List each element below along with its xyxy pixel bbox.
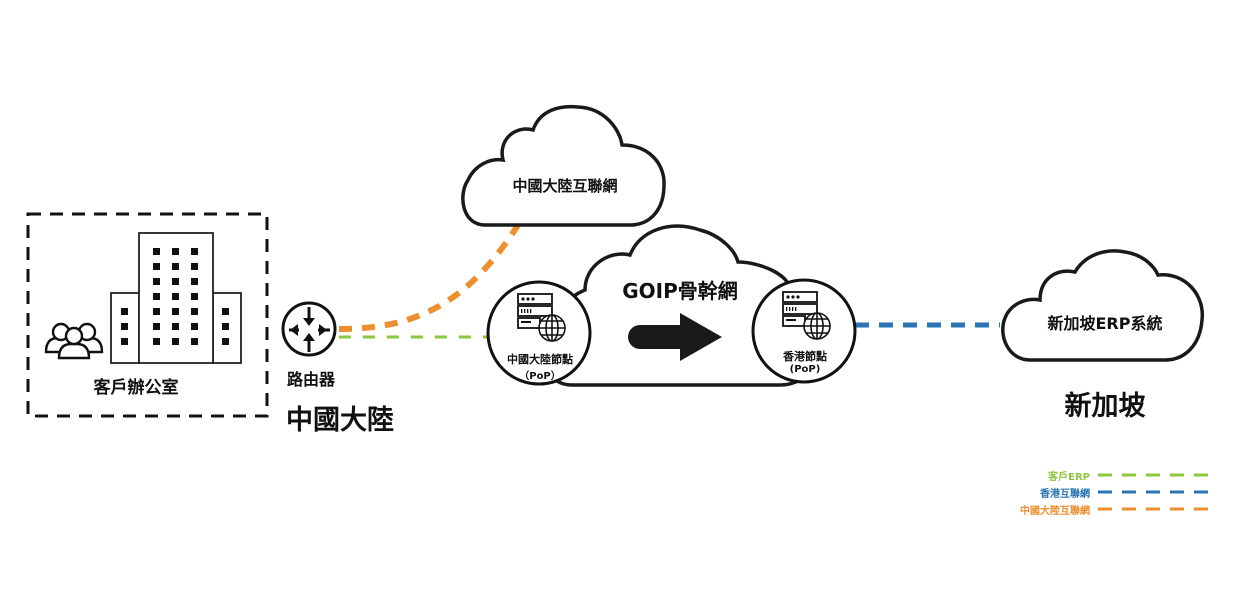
router-label: 路由器 [286,370,335,389]
window [222,323,229,330]
window [121,338,128,345]
window [153,293,160,300]
legend-label-erp: 客戶ERP [1048,472,1090,483]
region-china-label: 中國大陸 [286,405,394,436]
hk-pop-sub: (PoP) [789,364,821,375]
window [121,308,128,315]
cn-internet-cloud-label: 中國大陸互聯網 [512,177,618,195]
hk-pop-name: 香港節點 [783,350,827,363]
cn-pop-sub: （PoP） [519,371,561,382]
window [191,308,198,315]
hk-pop-node [751,278,857,384]
office-boundary [26,212,269,418]
window [191,323,198,330]
window [121,323,128,330]
window [222,338,229,345]
office-label: 客戶辦公室 [93,378,179,398]
window [191,248,198,255]
window [172,338,179,345]
legend-label-hk: 香港互聯網 [1040,489,1090,500]
cn-pop-node [486,280,592,386]
server-globe-icon [782,291,831,340]
building-windows [121,248,229,345]
window [153,263,160,270]
window [222,308,229,315]
window [172,263,179,270]
window [191,263,198,270]
sg-erp-cloud-label: 新加坡ERP系統 [1047,314,1163,333]
legend-label-cn: 中國大陸互聯網 [1020,506,1090,517]
window [153,308,160,315]
window [191,338,198,345]
window [153,338,160,345]
window [191,278,198,285]
router-icon [281,301,337,357]
region-singapore-label: 新加坡 [1064,391,1146,422]
backbone-title: GOIP骨幹網 [622,279,738,303]
window [172,323,179,330]
window [172,278,179,285]
server-globe-icon [517,293,566,342]
window [153,278,160,285]
window [153,323,160,330]
arrow-right-icon [628,313,722,361]
window [172,248,179,255]
users-icon [44,322,104,360]
cn-pop-name: 中國大陸節點 [507,353,573,366]
cn-internet-cloud [461,104,666,227]
window [191,293,198,300]
sg-erp-cloud [1001,249,1204,362]
window [153,248,160,255]
window [172,293,179,300]
cn-internet-link-line [338,223,521,332]
window [172,308,179,315]
